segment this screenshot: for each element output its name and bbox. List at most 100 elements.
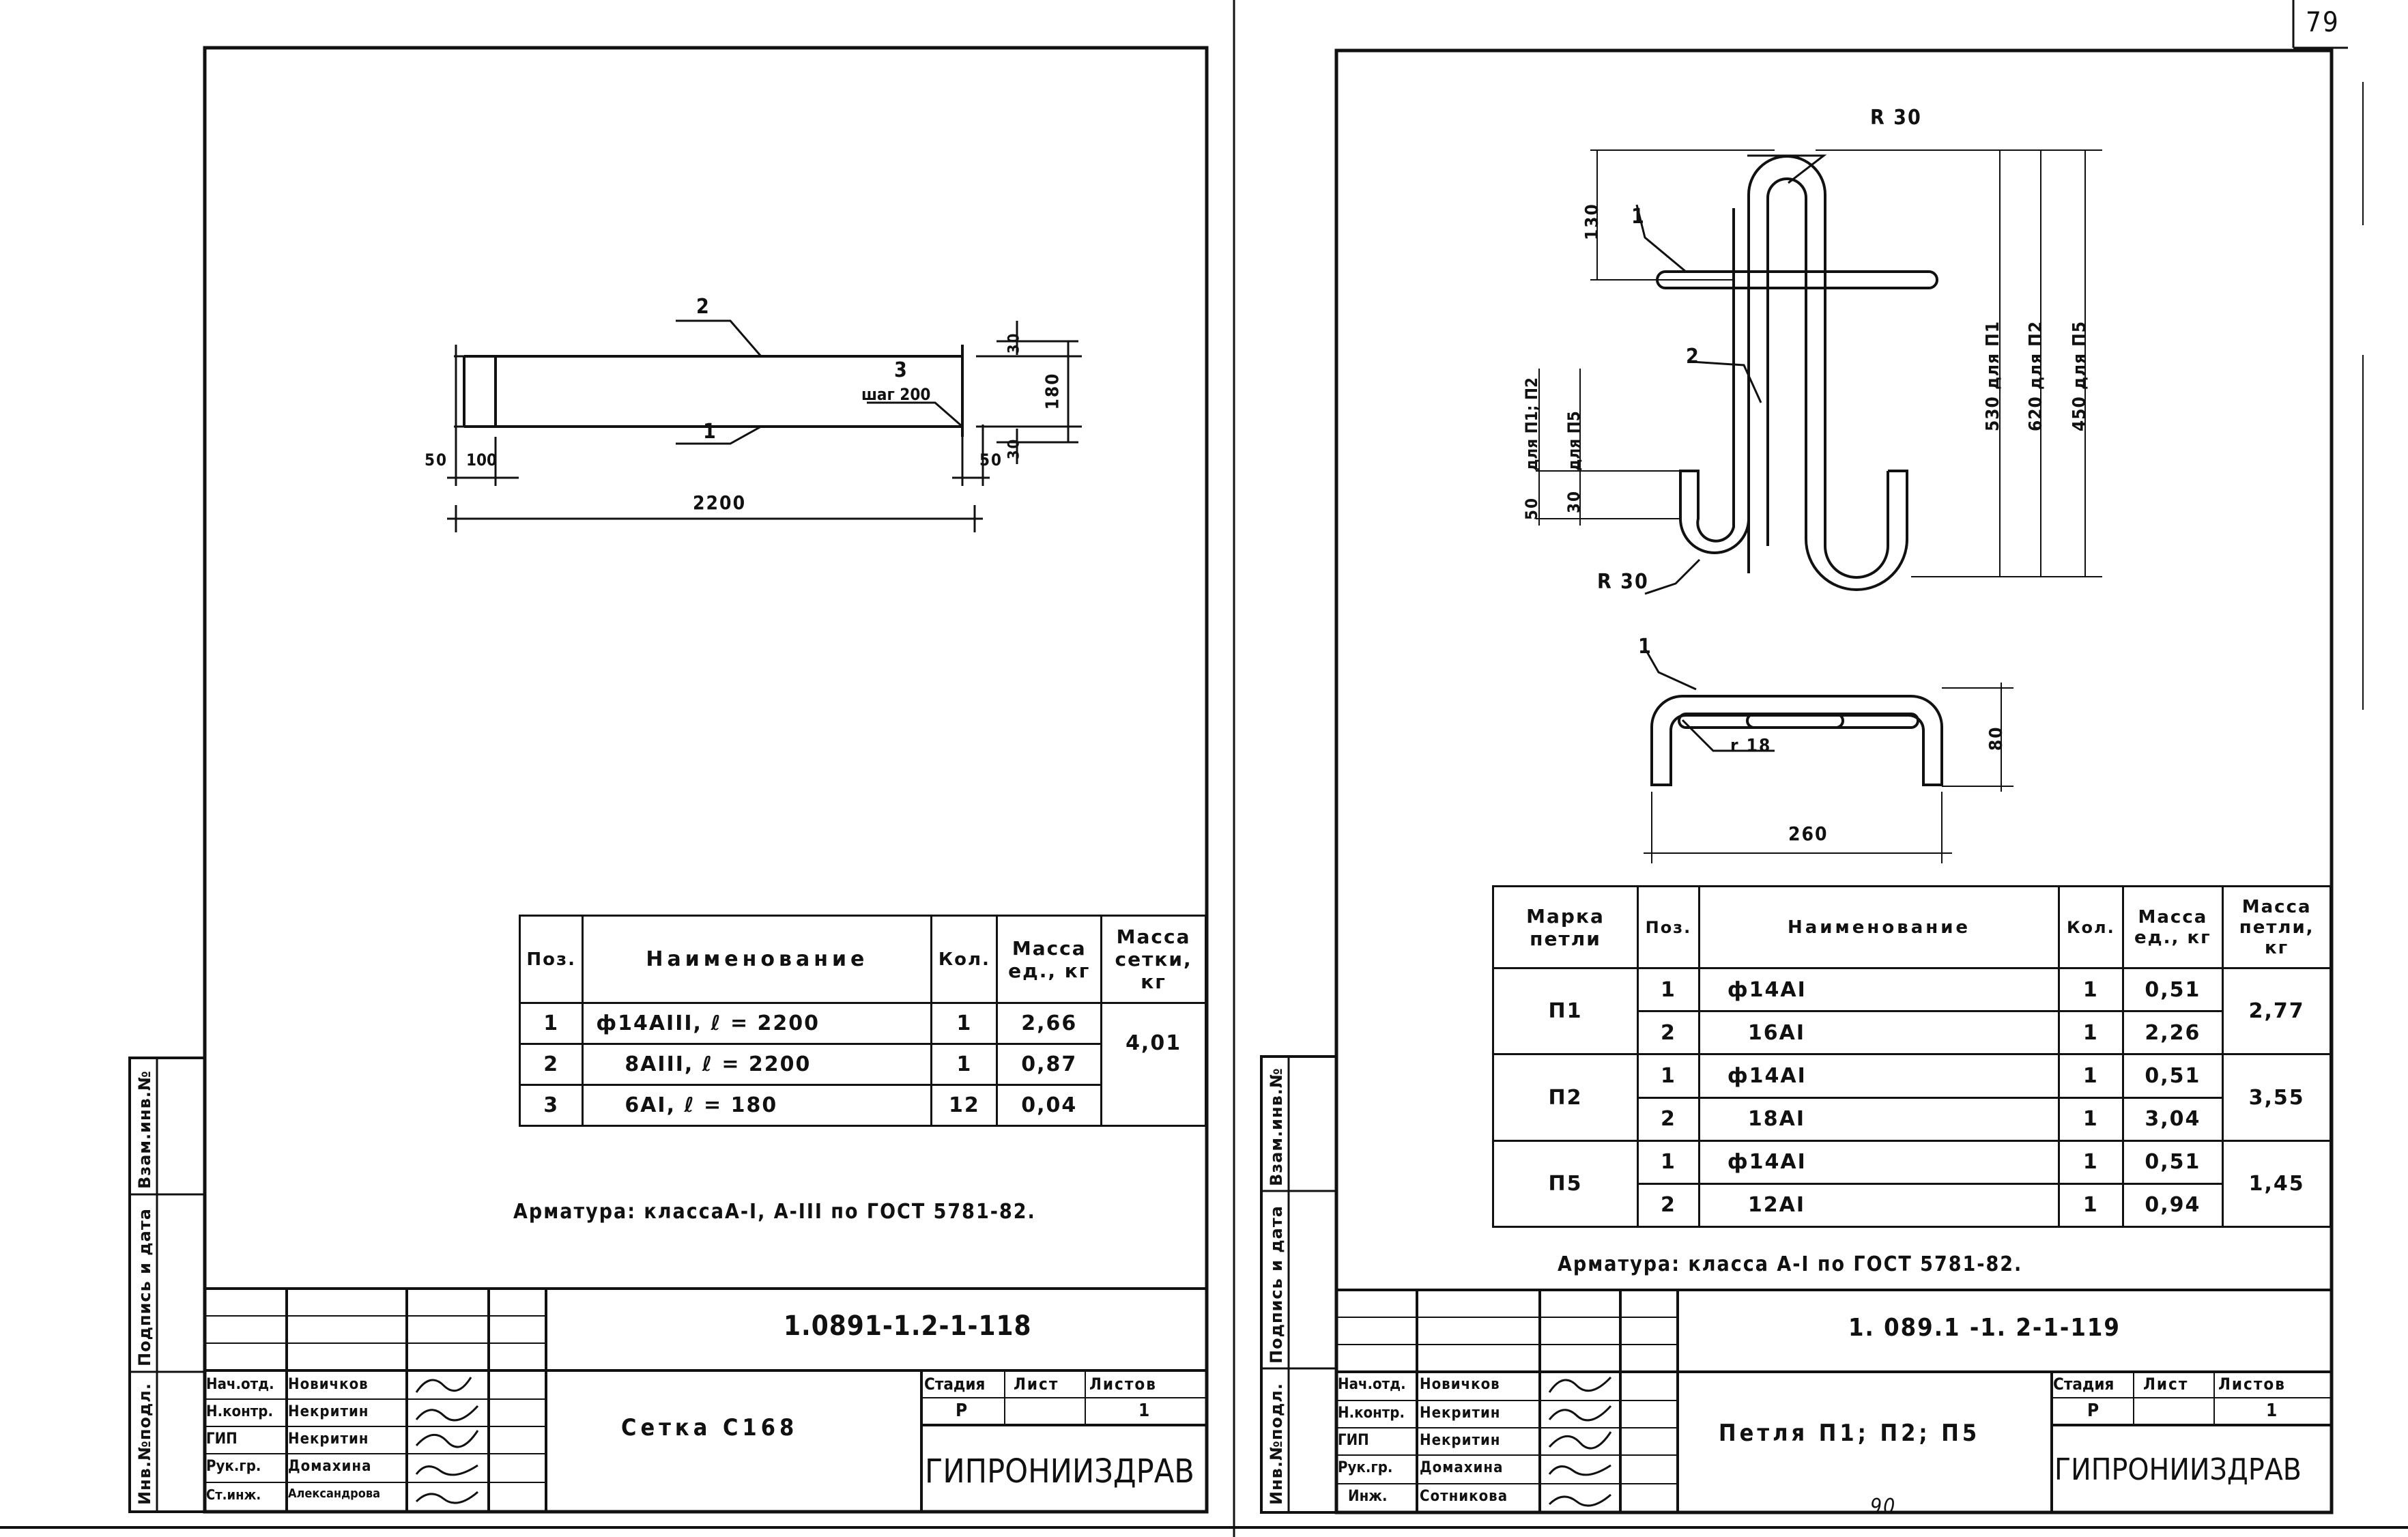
name: 8АIII, ℓ = 2200 — [582, 1043, 933, 1086]
mass: 0,94 — [2121, 1182, 2224, 1229]
dim-100: 100 — [466, 450, 498, 470]
left-side-inv: Инв.№подл. — [135, 1383, 154, 1505]
left-name-1: Новичков — [288, 1376, 369, 1393]
pos: 1 — [1637, 1053, 1700, 1099]
dim-50-left: 50 — [425, 450, 448, 470]
right-side-inv: Инв.№подл. — [1267, 1383, 1286, 1505]
right-stage-header: Стадия — [2053, 1375, 2115, 1394]
right-name-5: Сотникова — [1420, 1488, 1508, 1505]
mark: П1 — [1491, 967, 1639, 1056]
dim-for-p5: для П5 — [1564, 411, 1583, 471]
left-side-signature: Подпись и дата — [135, 1208, 154, 1366]
mass: 0,51 — [2121, 1139, 2224, 1185]
pos: 2 — [1637, 1182, 1700, 1229]
dim-80: 80 — [1986, 726, 2007, 751]
left-role-1: Нач.отд. — [206, 1376, 274, 1393]
name: ф14АI — [1697, 1053, 2061, 1099]
dim-2200: 2200 — [693, 491, 747, 514]
mass: 0,87 — [996, 1043, 1103, 1086]
qty: 1 — [2058, 1182, 2124, 1229]
page-number: 79 — [2306, 7, 2340, 38]
th-name: Наименование — [582, 915, 933, 1004]
left-role-4: Рук.гр. — [206, 1458, 261, 1475]
right-side-signature: Подпись и дата — [1267, 1205, 1286, 1364]
th-mass: Масса ед., кг — [996, 915, 1103, 1004]
mark: П5 — [1491, 1139, 1639, 1229]
right-drawing-title: Петля П1; П2; П5 — [1719, 1420, 1981, 1447]
label-r18: r 18 — [1730, 736, 1772, 756]
name: ф14АI — [1697, 967, 2061, 1013]
right-role-4: Рук.гр. — [1338, 1459, 1393, 1476]
pos: 1 — [518, 1002, 584, 1045]
pos: 2 — [1637, 1096, 1700, 1142]
dim-530: 530 для П1 — [1983, 320, 2003, 431]
bottom-number: 90 — [1870, 1495, 1897, 1519]
dim-30-top: 30 — [1005, 332, 1023, 354]
total: 4,01 — [1100, 1002, 1207, 1127]
dim-50-right: 50 — [979, 450, 1003, 470]
pos: 2 — [518, 1043, 584, 1086]
th-total: Масса сетки, кг — [1100, 915, 1207, 1004]
left-sheet-frame — [203, 46, 1209, 1514]
label-pos3: 3 — [894, 358, 908, 382]
left-name-5: Александрова — [288, 1486, 381, 1501]
dim-180: 180 — [1042, 372, 1063, 410]
dim-30-bottom: 30 — [1005, 437, 1023, 460]
left-sheets-header: Листов — [1089, 1375, 1157, 1394]
name: 6АI, ℓ = 180 — [582, 1084, 933, 1127]
mass: 3,04 — [2121, 1096, 2224, 1142]
mass: 0,51 — [2121, 967, 2224, 1013]
right-stage: Р — [2087, 1400, 2101, 1421]
right-name-1: Новичков — [1420, 1376, 1500, 1393]
label-pos1-right: 1 — [1631, 205, 1646, 229]
qty: 1 — [2058, 1096, 2124, 1142]
left-note: Арматура: классаА-I, А-III по ГОСТ 5781-… — [513, 1200, 1036, 1224]
label-pos1: 1 — [703, 420, 717, 444]
dim-50-right-sheet: 50 — [1522, 496, 1541, 520]
pos: 2 — [1637, 1010, 1700, 1056]
mesh-drawing — [447, 319, 1082, 532]
right-sheet-frame — [1334, 48, 2334, 1514]
left-sheets: 1 — [1138, 1400, 1151, 1421]
total: 3,55 — [2222, 1053, 2332, 1142]
name: 16АI — [1697, 1010, 2061, 1056]
pos: 1 — [1637, 1139, 1700, 1185]
qty: 1 — [930, 1043, 999, 1086]
left-role-2: Н.контр. — [206, 1403, 273, 1420]
th-qty: Кол. — [930, 915, 999, 1004]
label-pos1-detail: 1 — [1638, 635, 1652, 659]
right-role-3: ГИП — [1338, 1432, 1369, 1449]
th-total: Масса петли, кг — [2222, 885, 2332, 970]
dim-450: 450 для П5 — [2069, 320, 2090, 431]
qty: 1 — [2058, 1053, 2124, 1099]
qty: 1 — [930, 1002, 999, 1045]
th-pos: Поз. — [518, 915, 584, 1004]
th-pos: Поз. — [1637, 885, 1700, 970]
label-pos2-right: 2 — [1686, 345, 1700, 369]
right-role-1: Нач.отд. — [1338, 1376, 1406, 1393]
name: ф14АI — [1697, 1139, 2061, 1185]
dim-for-p1p2: для П1; П2 — [1522, 377, 1541, 471]
dim-30-right-sheet: 30 — [1564, 489, 1583, 513]
th-mark: Марка петли — [1491, 885, 1639, 970]
left-name-3: Некритин — [288, 1431, 369, 1448]
left-drawing-code: 1.0891-1.2-1-118 — [784, 1310, 1032, 1342]
signatures — [415, 1376, 1612, 1507]
left-drawing-title: Сетка С168 — [621, 1414, 799, 1441]
mass: 2,26 — [2121, 1010, 2224, 1056]
qty: 1 — [2058, 967, 2124, 1013]
right-name-2: Некритин — [1420, 1405, 1501, 1422]
pos: 1 — [1637, 967, 1700, 1013]
left-stage-header: Стадия — [924, 1375, 986, 1394]
dim-130: 130 — [1582, 203, 1603, 240]
right-sheets-header: Листов — [2218, 1375, 2286, 1394]
left-role-3: ГИП — [206, 1431, 238, 1448]
right-org: ГИПРОНИИЗДРАВ — [2054, 1452, 2302, 1487]
qty: 12 — [930, 1084, 999, 1127]
left-org: ГИПРОНИИЗДРАВ — [925, 1452, 1194, 1491]
pos: 3 — [518, 1084, 584, 1127]
th-qty: Кол. — [2058, 885, 2124, 970]
dim-260: 260 — [1788, 822, 1829, 845]
right-name-3: Некритин — [1420, 1432, 1501, 1449]
